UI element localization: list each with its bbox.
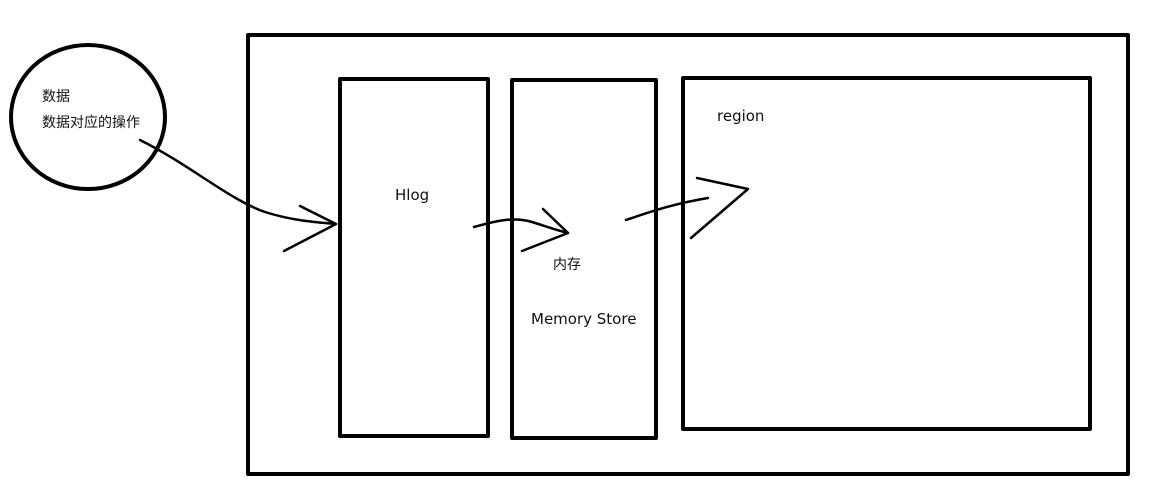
arrow-memory-to-region [624, 176, 750, 240]
arrow-data-to-hlog [138, 138, 338, 253]
hlog-label: Hlog [395, 186, 430, 204]
memory-store-label: Memory Store [531, 310, 637, 328]
outer-container-box [246, 33, 1130, 476]
data-label: 数据 [42, 89, 70, 105]
region-label: region [717, 107, 765, 125]
memory-store-box [510, 78, 658, 440]
data-circle [9, 43, 167, 191]
region-box [681, 76, 1092, 431]
data-operation-label: 数据对应的操作 [42, 115, 140, 131]
hlog-box [338, 77, 490, 438]
memory-cn-label: 内存 [553, 257, 581, 273]
arrow-hlog-to-memory [472, 207, 570, 253]
